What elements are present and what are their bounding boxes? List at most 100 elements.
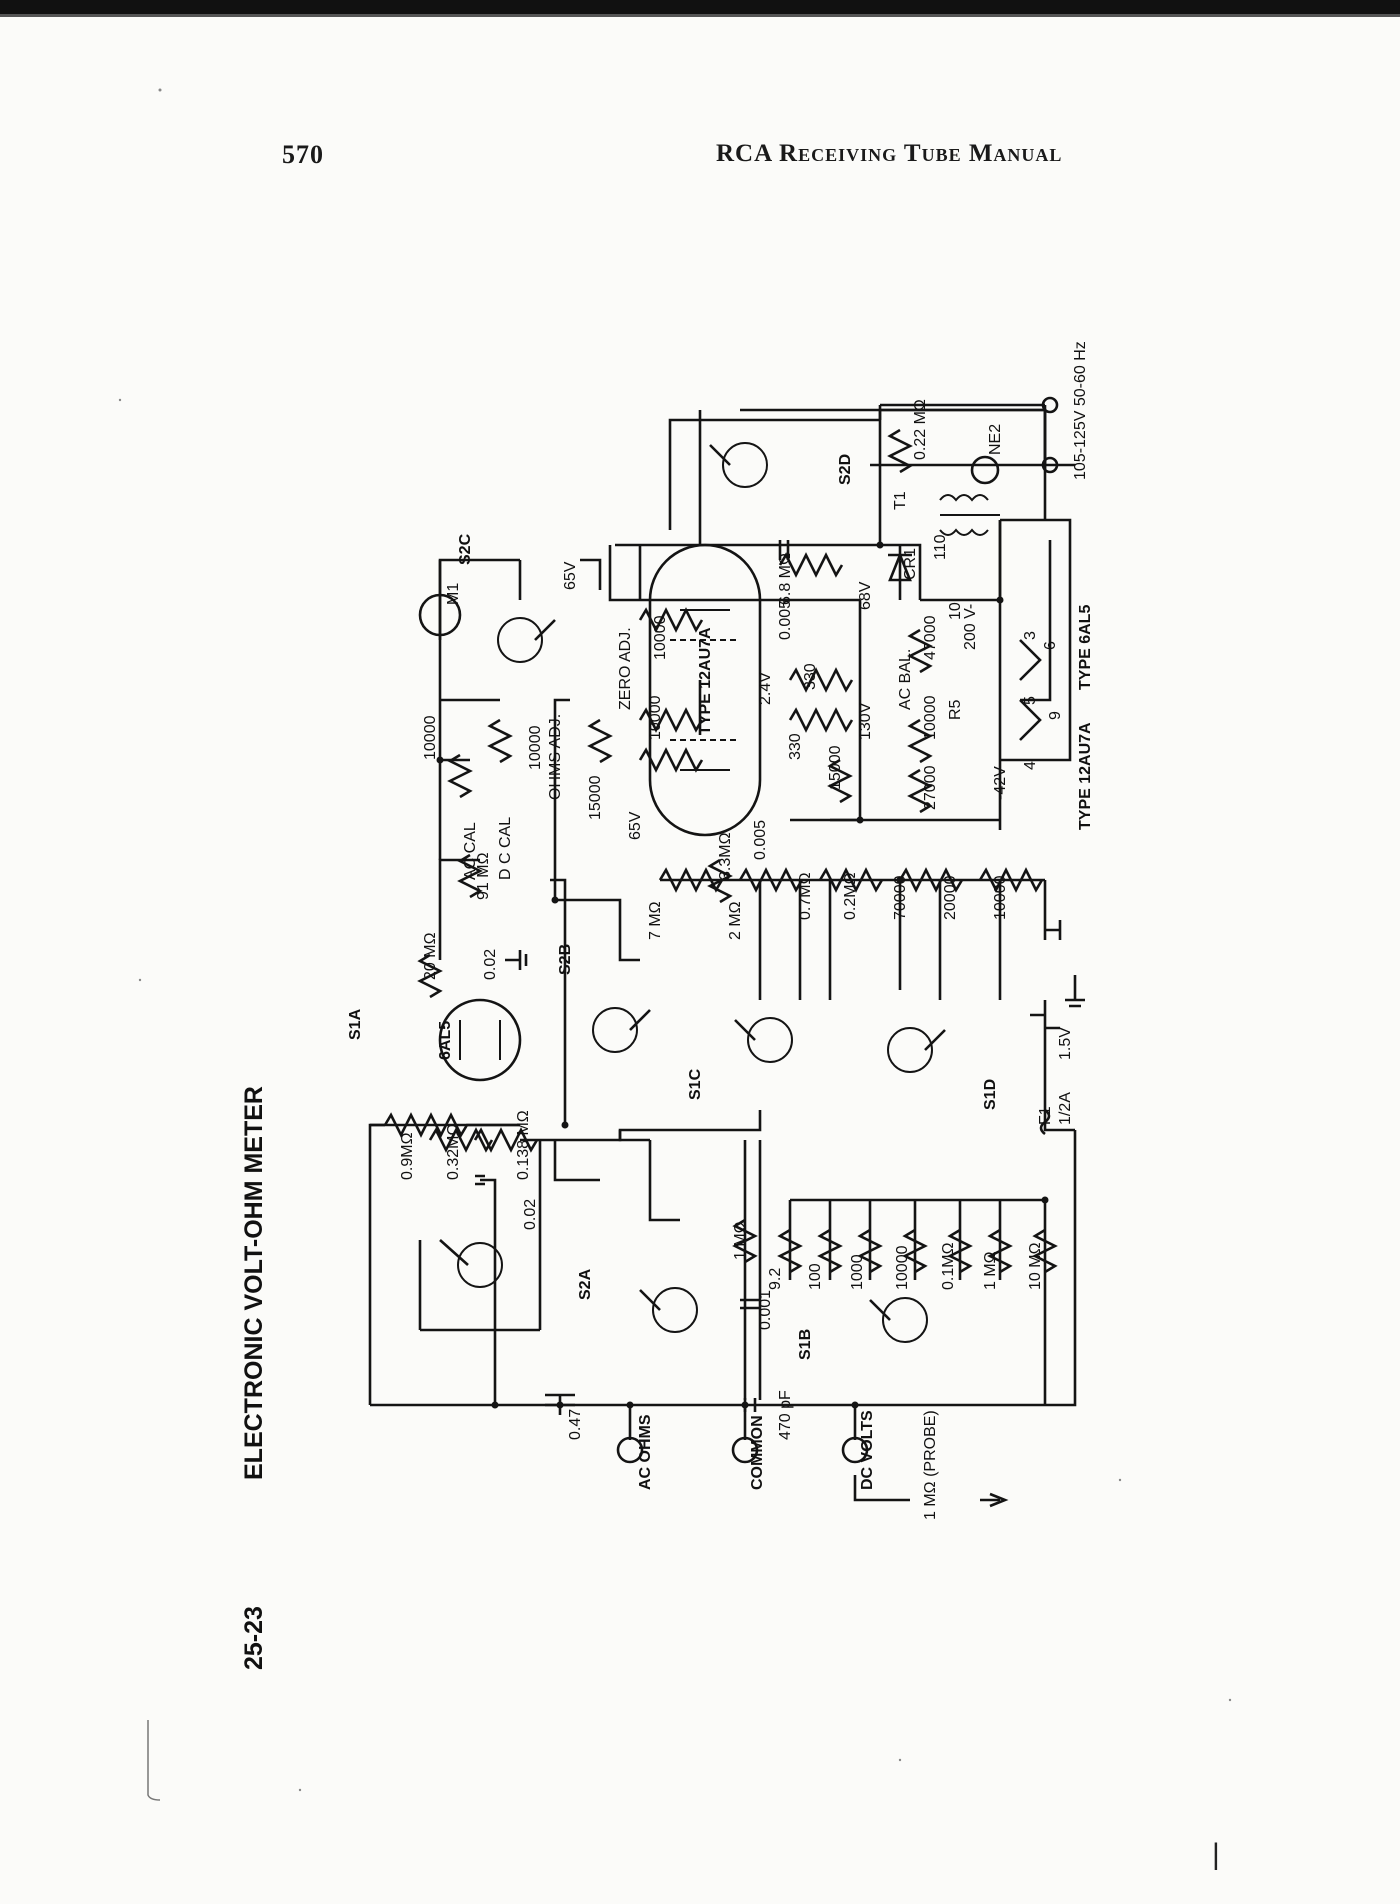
label-c10: 10 bbox=[947, 602, 964, 620]
label-s2b: S2B bbox=[557, 944, 574, 975]
label-r-1meg: 1 MΩ bbox=[732, 1221, 749, 1260]
label-r16: 10000 bbox=[894, 1245, 911, 1290]
label-cr1: CR1 bbox=[902, 548, 919, 580]
switch-wafers bbox=[439, 442, 946, 1343]
label-r330a: 330 bbox=[802, 663, 819, 690]
label-r12: 10000 bbox=[992, 875, 1009, 920]
label-heater-6: 6 bbox=[1042, 641, 1059, 650]
label-r10000e: 10000 bbox=[922, 695, 939, 740]
label-r10000a: 10000 bbox=[422, 715, 439, 760]
label-c0005a: 0.005 bbox=[752, 820, 769, 860]
label-r3: 0.138 MΩ bbox=[515, 1110, 532, 1180]
ground-symbol bbox=[1045, 920, 1062, 940]
label-ne2: NE2 bbox=[987, 424, 1004, 455]
tubes bbox=[438, 543, 1042, 1082]
switch-s2d bbox=[709, 442, 768, 488]
label-tube-12au7a-heater: TYPE 12AU7A bbox=[1077, 722, 1094, 830]
tube-12au7a-main bbox=[648, 543, 762, 837]
label-r15: 1000 bbox=[849, 1254, 866, 1290]
scan-specks bbox=[118, 88, 1232, 1792]
label-r7: 2 MΩ bbox=[727, 901, 744, 940]
label-r14: 100 bbox=[807, 1263, 824, 1290]
heater-string bbox=[1019, 639, 1042, 741]
page-number: 570 bbox=[282, 140, 324, 169]
label-t1: T1 bbox=[892, 491, 909, 510]
label-r17: 0.1MΩ bbox=[940, 1242, 957, 1290]
label-ac-bal: AC BAL. bbox=[897, 649, 914, 710]
label-m1: M1 bbox=[445, 583, 462, 605]
label-s2a: S2A bbox=[577, 1268, 594, 1300]
label-r10000c: 10000 bbox=[652, 615, 669, 660]
switch-s2a bbox=[639, 1287, 698, 1333]
jack-dc-volts bbox=[841, 1436, 869, 1464]
label-r4: 91 MΩ bbox=[475, 852, 492, 900]
switch-s1d bbox=[887, 1027, 946, 1073]
label-jack-ac-ohms: AC OHMS bbox=[637, 1414, 654, 1490]
page-top-rule bbox=[0, 0, 1400, 14]
label-jack-dc-volts: DC VOLTS bbox=[859, 1410, 876, 1490]
label-s1c: S1C bbox=[687, 1068, 704, 1100]
label-r5: R5 bbox=[947, 699, 964, 720]
label-r13: 9.2 bbox=[767, 1268, 784, 1290]
jack-ac-ohms bbox=[616, 1436, 644, 1464]
label-r18: 1 MΩ bbox=[982, 1251, 999, 1290]
figure-title: ELECTRONIC VOLT-OHM METER bbox=[240, 1086, 268, 1480]
label-r9: 0.2MΩ bbox=[842, 872, 859, 920]
label-heater-5: 5 bbox=[1022, 696, 1039, 705]
label-r10000d: 10000 bbox=[647, 695, 664, 740]
switch-s2b bbox=[592, 1007, 651, 1053]
label-r15000b: 15000 bbox=[827, 745, 844, 790]
label-c002a: 0.02 bbox=[522, 1199, 539, 1230]
label-v130: 130V bbox=[857, 702, 874, 740]
label-r47000: 47000 bbox=[922, 615, 939, 660]
wiring bbox=[368, 403, 1077, 1502]
label-r6: 7 MΩ bbox=[647, 901, 664, 940]
label-r1: 0.9MΩ bbox=[399, 1132, 416, 1180]
label-tube-12au7a-main: TYPE 12AU7A bbox=[697, 627, 714, 735]
scan-edge-mark bbox=[147, 1720, 161, 1801]
label-s1a: S1A bbox=[347, 1008, 364, 1040]
switch-s2c bbox=[497, 617, 556, 663]
figure-caption: 25-23 ELECTRONIC VOLT-OHM METER bbox=[240, 1086, 268, 1670]
label-c0005b: 0.005 bbox=[777, 600, 794, 640]
label-r10: 70000 bbox=[892, 875, 909, 920]
label-r20m: 20 MΩ bbox=[422, 932, 439, 980]
label-heater-4: 4 bbox=[1022, 761, 1039, 770]
capacitor-0001 bbox=[740, 1298, 760, 1310]
capacitor-0005 bbox=[778, 540, 790, 560]
page-top-rule-secondary bbox=[0, 14, 1400, 17]
transformer-t1 bbox=[939, 494, 989, 502]
component-labels: S1A S2A S1B S2B S1C S1D S2C S2D 0.9MΩ 0.… bbox=[347, 341, 1094, 1520]
label-r68m: 6.8 MΩ bbox=[777, 553, 794, 605]
meter-m1 bbox=[418, 593, 462, 637]
running-title: RCA Receiving Tube Manual bbox=[716, 140, 1063, 167]
switch-s1a bbox=[439, 1239, 503, 1288]
components-misc bbox=[418, 396, 1085, 1508]
label-heater-9: 9 bbox=[1047, 711, 1064, 720]
label-r10000b: 10000 bbox=[527, 725, 544, 770]
capacitor-002a bbox=[475, 1174, 485, 1186]
label-s2c: S2C bbox=[457, 533, 474, 565]
label-r33m: 3.3MΩ bbox=[717, 832, 734, 880]
label-s2d: S2D bbox=[837, 454, 854, 485]
label-fuse: F1 bbox=[1037, 1106, 1054, 1125]
switch-s1c bbox=[734, 1017, 793, 1063]
page-footer-mark: | bbox=[1212, 1838, 1220, 1871]
label-battery: 1.5V bbox=[1057, 1027, 1074, 1060]
label-jack-common: COMMON bbox=[749, 1415, 766, 1490]
power-terminal-b bbox=[1041, 456, 1059, 474]
label-r8: 0.7MΩ bbox=[797, 872, 814, 920]
label-v65a: 65V bbox=[627, 811, 644, 840]
label-coil-110: 110 bbox=[932, 534, 949, 560]
label-c10v: 200 V- bbox=[962, 604, 979, 650]
figure-number: 25-23 bbox=[240, 1606, 268, 1670]
label-fuse-rating: 1/2A bbox=[1057, 1092, 1074, 1125]
resistors bbox=[383, 428, 1058, 1274]
ground-symbol bbox=[505, 950, 528, 970]
switch-s1b bbox=[869, 1297, 928, 1343]
label-v24: 2.4V bbox=[757, 672, 774, 705]
label-v68: 68V bbox=[857, 581, 874, 610]
tube-6al5 bbox=[438, 998, 522, 1082]
